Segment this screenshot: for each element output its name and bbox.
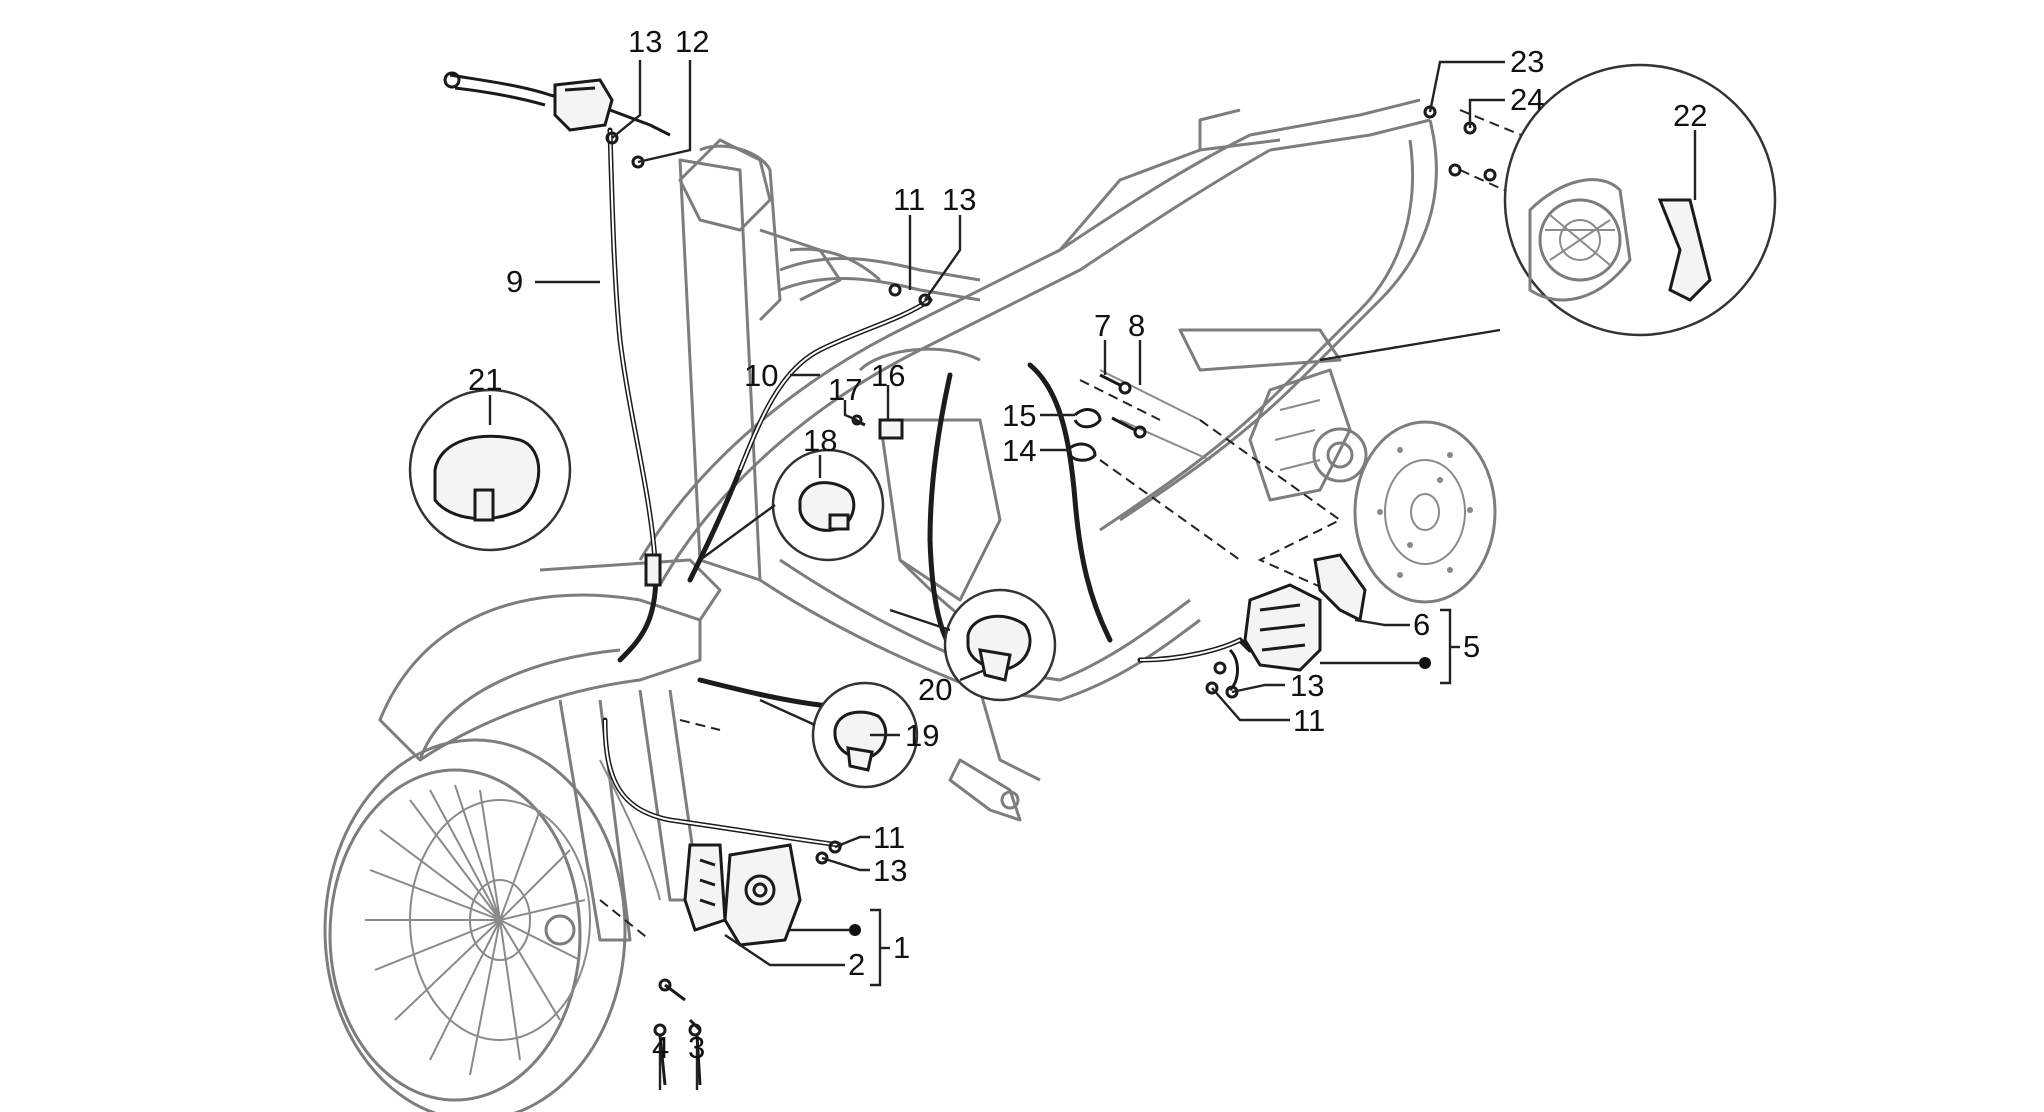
label-19: 19 — [905, 718, 939, 753]
front-wheel — [323, 738, 627, 1112]
label-16: 16 — [871, 358, 905, 393]
front-fork — [558, 689, 702, 942]
label-13-right: 13 — [1290, 668, 1324, 703]
label-13-top-left: 13 — [628, 24, 662, 59]
front-brake-hose-9 — [607, 127, 662, 663]
label-23: 23 — [1510, 44, 1544, 79]
fasteners — [605, 131, 1227, 865]
callout-19 — [759, 681, 919, 789]
front-caliper-hose — [602, 717, 843, 848]
label-5: 5 — [1463, 629, 1480, 664]
label-3: 3 — [688, 1030, 705, 1065]
label-21: 21 — [468, 362, 502, 397]
brake-lever-master-cylinder — [443, 71, 671, 137]
front-brake-caliper — [683, 843, 802, 947]
label-2: 2 — [848, 947, 865, 982]
label-11-right: 11 — [1293, 703, 1325, 738]
callout-20 — [889, 588, 1057, 702]
label-9: 9 — [506, 264, 523, 299]
label-24: 24 — [1510, 82, 1544, 117]
callout-22-24 — [1319, 63, 1777, 362]
label-13-front: 13 — [873, 853, 907, 888]
part-number-labels: 13 12 9 21 11 13 10 17 16 18 7 8 15 14 2… — [468, 24, 1707, 1065]
label-7: 7 — [1094, 308, 1111, 343]
label-12: 12 — [675, 24, 709, 59]
front-fender — [378, 558, 722, 762]
label-15: 15 — [1002, 398, 1036, 433]
label-10: 10 — [744, 358, 778, 393]
label-1: 1 — [893, 930, 910, 965]
label-22: 22 — [1673, 98, 1707, 133]
rear-brake-disc — [1353, 420, 1497, 604]
engine-swingarm — [1248, 368, 1368, 502]
label-13-top-mid: 13 — [942, 182, 976, 217]
hose-clips — [878, 408, 1102, 462]
label-17: 17 — [828, 372, 862, 407]
label-20: 20 — [918, 672, 952, 707]
label-14: 14 — [1002, 433, 1036, 468]
label-8: 8 — [1128, 308, 1145, 343]
callout-18 — [699, 448, 885, 562]
label-6: 6 — [1413, 607, 1430, 642]
front-pins-bolts — [653, 978, 702, 1086]
label-4: 4 — [652, 1030, 669, 1065]
label-18: 18 — [803, 423, 837, 458]
callout-21 — [408, 388, 572, 552]
rear-brake-hose-10 — [687, 297, 933, 583]
label-11-front: 11 — [873, 820, 905, 855]
leader-lines — [488, 60, 1697, 1090]
label-11-top: 11 — [893, 182, 925, 217]
